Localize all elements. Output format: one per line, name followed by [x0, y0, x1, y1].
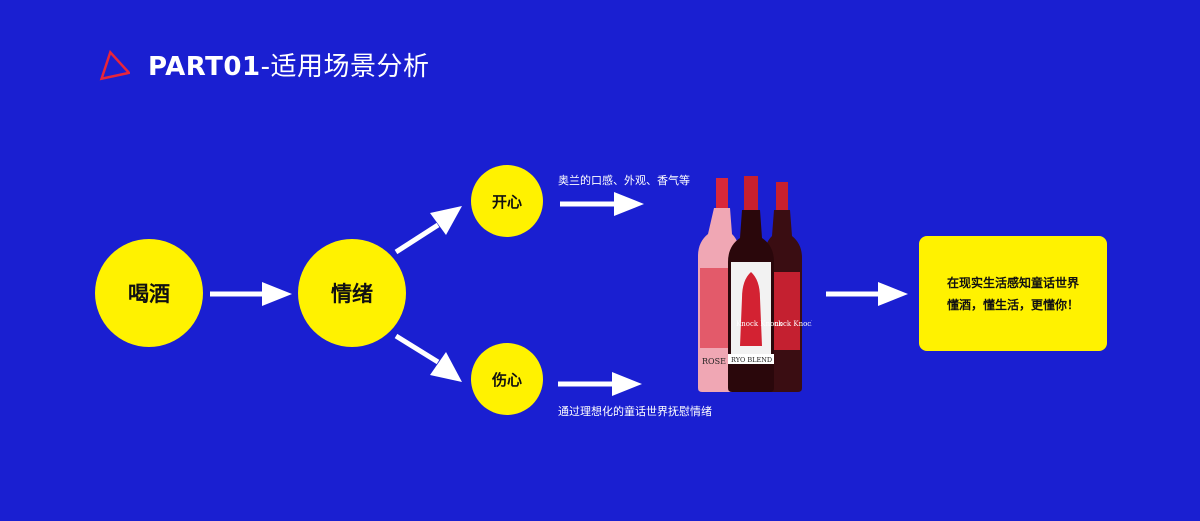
bottle-middle: Knock Knock RYO BLEND — [728, 176, 783, 392]
wine-bottles-image: ROSE Knock Knock Knock Knock RYO BLEND — [698, 176, 812, 392]
result-box: 在现实生活感知童话世界 懂酒，懂生活，更懂你！ — [919, 236, 1107, 351]
note-sad: 通过理想化的童话世界抚慰情绪 — [558, 405, 712, 418]
bottle-right-label: Knock Knock — [769, 320, 812, 328]
bottle-rose-label: ROSE — [702, 357, 726, 366]
result-line-1: 在现实生活感知童话世界 — [946, 275, 1079, 290]
triangle-icon — [99, 49, 130, 80]
note-happy: 奥兰的口感、外观、香气等 — [558, 174, 690, 187]
node-sad: 伤心 — [471, 343, 543, 415]
node-drink: 喝酒 — [95, 239, 203, 347]
arrow-mood-to-happy — [394, 222, 440, 255]
bottle-middle-label: Knock Knock — [736, 320, 783, 328]
page-title: PART01-适用场景分析 — [148, 46, 429, 83]
page-header: PART01-适用场景分析 — [96, 46, 429, 83]
title-subject: -适用场景分析 — [260, 52, 430, 82]
bottle-middle-band: RYO BLEND — [731, 356, 772, 364]
title-part: PART01 — [148, 52, 261, 82]
result-line-2: 懂酒，懂生活，更懂你！ — [946, 297, 1079, 312]
node-happy: 开心 — [471, 165, 543, 237]
node-mood: 情绪 — [298, 239, 406, 347]
arrow-mood-to-sad — [394, 333, 440, 365]
